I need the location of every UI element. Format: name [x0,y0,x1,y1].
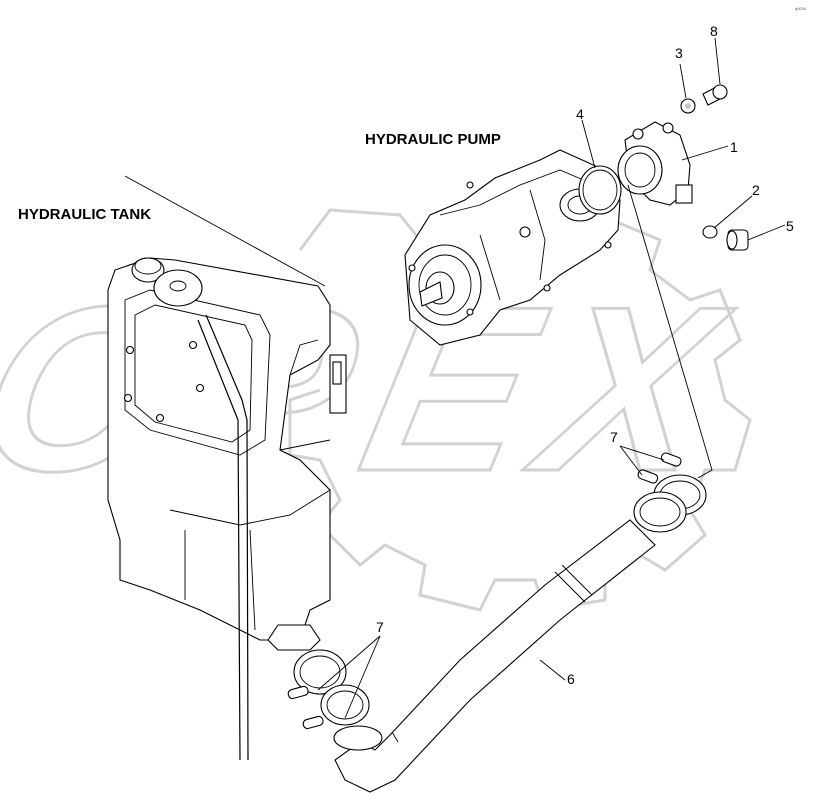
leader-5 [747,224,786,241]
callout-8: 8 [710,23,718,39]
hose-lower-end [333,725,383,751]
leader-1 [681,145,729,161]
tank-outlet [267,624,321,651]
callout-2: 2 [752,182,760,198]
callout-1: 1 [730,139,738,155]
leader-7-lower-b [344,635,381,719]
tank-bolt [123,393,133,403]
callout-6: 6 [567,671,575,687]
callout-3: 3 [675,45,683,61]
hose-band [554,571,586,603]
assembly-line [627,184,713,479]
leader-7-upper-b [619,445,643,476]
hose-end [391,731,399,743]
hydraulic-tank [107,175,347,761]
suction-flange [617,121,693,206]
corner-code: g0000 [795,6,807,11]
leader-7-lower-a [317,635,381,691]
dipstick-tube-2 [205,314,249,761]
tank-bolt [125,345,135,355]
hydraulic-pump-label: HYDRAULIC PUMP [365,131,501,148]
leader-3 [679,63,687,99]
hose [334,519,656,793]
pump-bolt [408,264,416,272]
filler-cap [131,257,203,307]
pump-housing-line-2 [529,189,546,281]
callout-7-upper: 7 [610,429,618,445]
pump-bolt [543,284,551,292]
pump-bolt [466,181,474,189]
lower-clamps [287,649,383,751]
tank-ledge-3 [249,529,256,631]
flange-fitting [675,184,693,204]
tank-ledge [169,489,331,526]
hose-outline [334,519,656,793]
leader-2 [713,195,753,229]
pump-housing-line [439,169,596,216]
tank-bolt [195,383,205,393]
hose-band-2 [561,564,593,596]
tank-bracket-inner [332,361,342,385]
upper-clamps [633,452,707,533]
o-ring [578,165,622,215]
leader-7-upper-a [619,445,665,461]
pump-housing-line-3 [479,234,501,301]
tank-side [289,339,319,376]
pump-bolt [604,241,612,249]
o-ring-inner [582,169,618,211]
leader-lines [317,37,786,719]
callout-5: 5 [786,218,794,234]
callout-7-lower: 7 [376,619,384,635]
clamp-screw [660,452,682,467]
upper-clamp-ring [633,491,687,533]
dipstick-tube [197,319,241,761]
leader-8 [714,37,721,85]
tank-side-2 [279,439,331,451]
tank-panel-inner [134,304,253,443]
hydraulic-tank-label: HYDRAULIC TANK [18,206,151,223]
seal-ring [702,225,718,239]
screw [702,84,728,106]
lower-clamp-ring [293,649,347,695]
pump-bolt [519,226,531,238]
washer-hole [685,103,691,109]
cap [726,229,749,251]
clamp-screw [302,715,324,730]
pump-shaft [419,281,443,307]
frame-line [124,175,326,287]
hydraulic-pump [404,149,621,346]
pump-bolt [466,308,474,316]
callout-4: 4 [576,106,584,122]
leader-4 [581,119,596,169]
leader-6 [539,659,566,681]
tank-bolt [155,413,165,423]
tank-bolt [188,340,198,350]
clamp-screw [637,469,659,484]
clamp-screw [287,685,309,700]
